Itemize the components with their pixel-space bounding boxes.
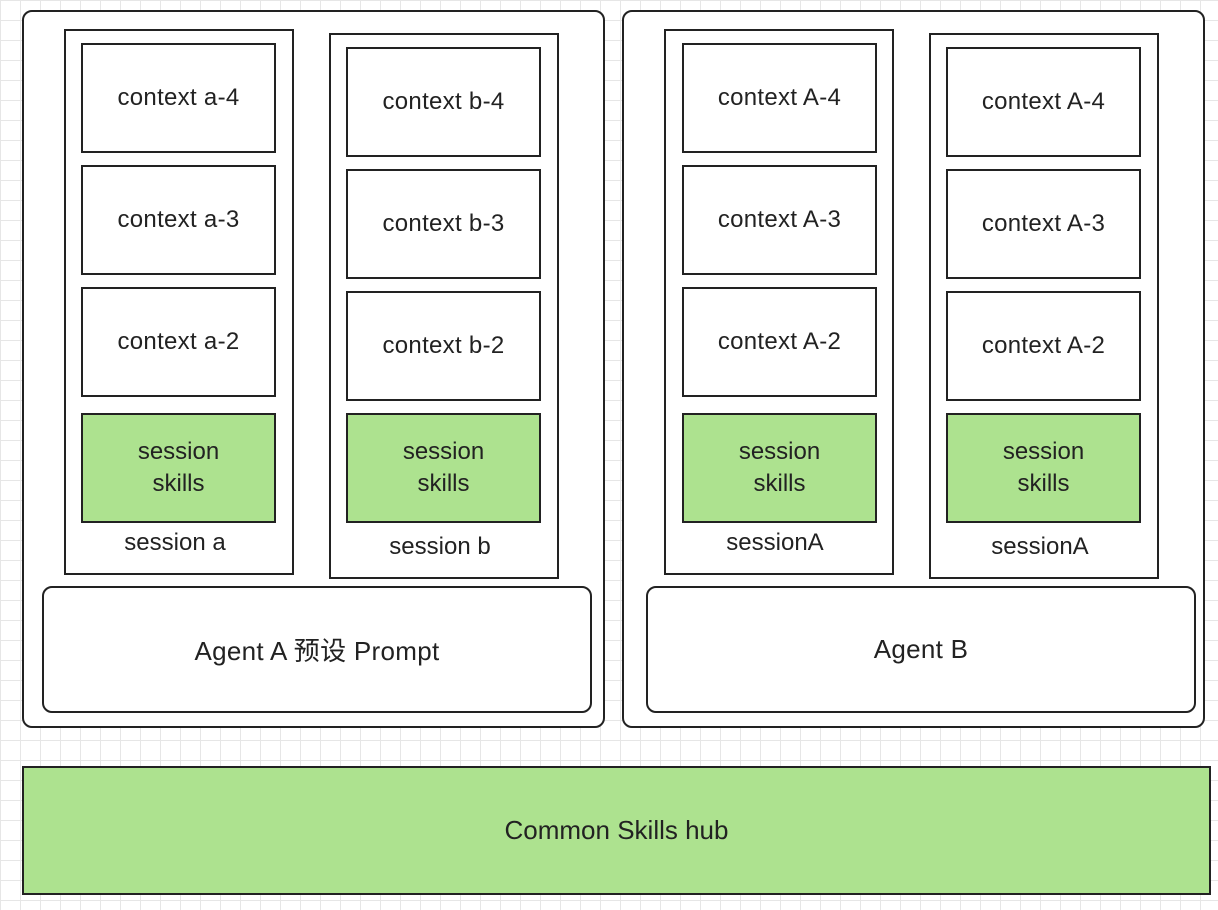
session-label: session b — [389, 533, 491, 560]
session-skills-box: session skills — [346, 413, 541, 523]
context-box: context A-4 — [682, 43, 877, 153]
context-box: context A-3 — [946, 169, 1141, 279]
session-label: session a — [124, 529, 226, 556]
context-box: context a-4 — [81, 43, 276, 153]
context-box: context b-4 — [346, 47, 541, 157]
agent-b-box: Agent B — [646, 586, 1196, 713]
context-box: context a-3 — [81, 165, 276, 275]
context-box: context A-3 — [682, 165, 877, 275]
session-label: sessionA — [991, 533, 1089, 560]
context-box: context A-2 — [682, 287, 877, 397]
agent-a-prompt-box: Agent A 预设 Prompt — [42, 586, 592, 713]
session-skills-box: session skills — [81, 413, 276, 523]
context-box: context a-2 — [81, 287, 276, 397]
context-box: context b-3 — [346, 169, 541, 279]
session-label: sessionA — [726, 529, 824, 556]
common-skills-hub: Common Skills hub — [22, 766, 1211, 895]
session-skills-box: session skills — [682, 413, 877, 523]
context-box: context A-2 — [946, 291, 1141, 401]
context-box: context b-2 — [346, 291, 541, 401]
session-skills-box: session skills — [946, 413, 1141, 523]
context-box: context A-4 — [946, 47, 1141, 157]
